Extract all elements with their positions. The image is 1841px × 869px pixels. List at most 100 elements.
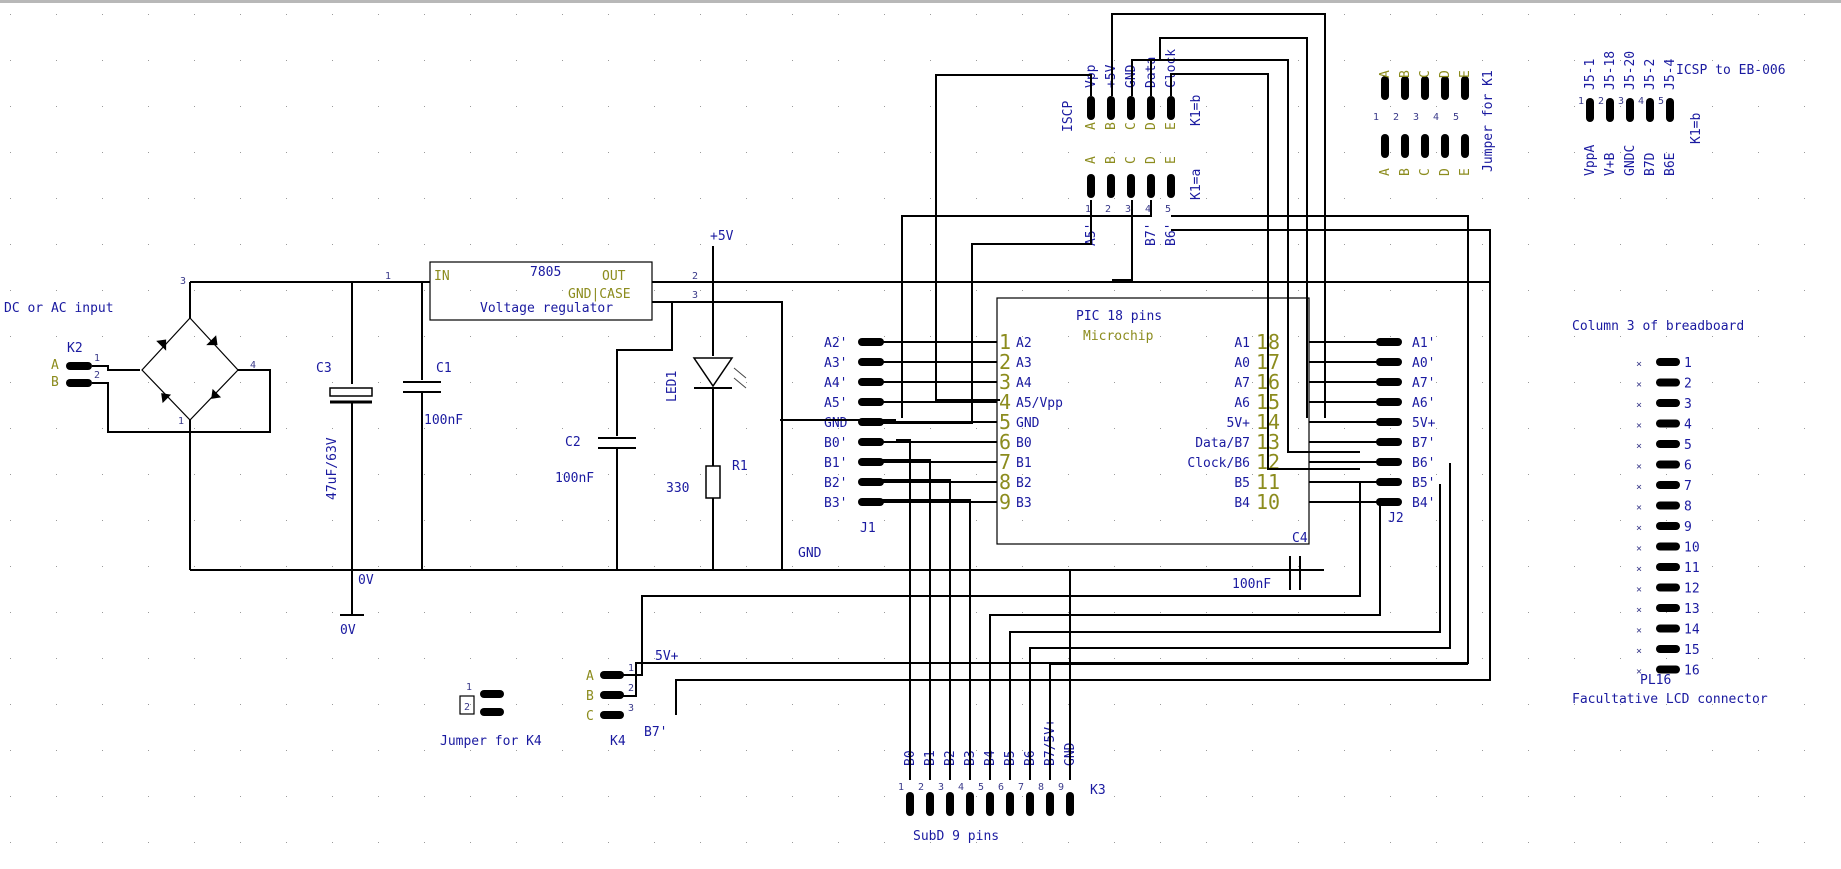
k2-pin2-num: 2 bbox=[94, 370, 100, 381]
k4-jumper[interactable]: 1 2 Jumper for K4 bbox=[440, 682, 542, 749]
pic-pin-label: B0 bbox=[1016, 436, 1032, 451]
lcd-footer: Facultative LCD connector bbox=[1572, 692, 1768, 707]
gnd-label: GND bbox=[798, 546, 822, 561]
bridge-rectifier[interactable]: 3 4 1 bbox=[141, 276, 271, 570]
c3-ref: C3 bbox=[316, 361, 332, 376]
c4-ref: C4 bbox=[1292, 531, 1308, 546]
lcd-pin-number: 13 bbox=[1684, 602, 1700, 617]
pic-pin-number: 4 bbox=[999, 390, 1011, 414]
k3-pin-number: 7 bbox=[1018, 782, 1024, 793]
j1-label: B0' bbox=[824, 436, 847, 451]
capacitor-c2[interactable]: C2 100nF bbox=[555, 302, 673, 570]
eb006-connector[interactable]: J5-1VppA1J5-18V+B2J5-20GNDC3J5-2B7D4J5-4… bbox=[1578, 51, 1786, 176]
j1-label: GND bbox=[824, 416, 848, 431]
diode-4 bbox=[211, 388, 222, 399]
k1j-letter-bottom: A bbox=[1378, 168, 1393, 176]
lcd-x-mark: × bbox=[1636, 626, 1642, 637]
k4j-pin1: 1 bbox=[466, 682, 472, 693]
icsp-letter: C bbox=[1124, 122, 1139, 130]
eb-top-label: J5-4 bbox=[1663, 59, 1678, 90]
regulator-desc: Voltage regulator bbox=[480, 301, 613, 316]
pic-maker: Microchip bbox=[1083, 329, 1154, 344]
k1a-pin-number: 5 bbox=[1165, 204, 1171, 215]
k1a-pin-number: 4 bbox=[1145, 204, 1151, 215]
j2-label: B4' bbox=[1412, 496, 1435, 511]
lcd-x-mark: × bbox=[1636, 585, 1642, 596]
connector-j2[interactable]: A1'A0'A7'A6'5V+B7'B6'B5'B4' J2 bbox=[1376, 336, 1436, 526]
k1j-pin-number: 5 bbox=[1453, 112, 1459, 123]
capacitor-c3[interactable]: C3 47uF/63V 0V 0V bbox=[316, 282, 374, 638]
capacitor-c1[interactable]: C1 100nF bbox=[403, 282, 463, 570]
pic-title: PIC 18 pins bbox=[1076, 309, 1162, 324]
k1j-letter-top: A bbox=[1378, 70, 1393, 78]
k1j-pin-number: 4 bbox=[1433, 112, 1439, 123]
k4-pin-number: 3 bbox=[628, 703, 634, 714]
lcd-pin-number: 15 bbox=[1684, 643, 1700, 658]
k4-5v-label: 5V+ bbox=[655, 649, 679, 664]
lcd-x-mark: × bbox=[1636, 646, 1642, 657]
lcd-x-mark: × bbox=[1636, 380, 1642, 391]
diode-2 bbox=[206, 335, 218, 346]
k4-pin-number: 2 bbox=[628, 683, 634, 694]
lcd-x-mark: × bbox=[1636, 400, 1642, 411]
k2-ref: K2 bbox=[67, 341, 83, 356]
k1j-pin-number: 2 bbox=[1393, 112, 1399, 123]
window-top-border bbox=[0, 0, 1841, 3]
lcd-pin-number: 16 bbox=[1684, 664, 1700, 679]
k4-letter: B bbox=[586, 689, 594, 704]
icsp-k1: K1=b bbox=[1189, 95, 1204, 126]
bridge-pin3: 3 bbox=[180, 276, 186, 287]
k1a-letter: D bbox=[1144, 156, 1159, 164]
j1-label: A3' bbox=[824, 356, 847, 371]
k1a-letter: A bbox=[1084, 156, 1099, 164]
lcd-connector[interactable]: Column 3 of breadboard 1×2×3×4×5×6×7×8×9… bbox=[1572, 319, 1768, 707]
j1-label: B1' bbox=[824, 456, 847, 471]
j1-ref: J1 bbox=[860, 521, 876, 536]
eb-top-label: J5-2 bbox=[1643, 59, 1658, 90]
j2-label: B5' bbox=[1412, 476, 1435, 491]
regulator-7805[interactable]: 7805 Voltage regulator IN OUT GND|CASE 2… bbox=[429, 261, 1490, 570]
k1a-letter: C bbox=[1124, 156, 1139, 164]
j2-label: A6' bbox=[1412, 396, 1435, 411]
k1j-pin-number: 1 bbox=[1373, 112, 1379, 123]
lcd-pin-number: 3 bbox=[1684, 397, 1692, 412]
k1j-letter-bottom: E bbox=[1458, 168, 1473, 176]
capacitor-c4[interactable]: C4 100nF bbox=[1232, 531, 1324, 592]
regulator-in: IN bbox=[434, 269, 450, 284]
c1-value: 100nF bbox=[424, 413, 463, 428]
k4-pin-number: 1 bbox=[628, 663, 634, 674]
lcd-pin-number: 7 bbox=[1684, 479, 1692, 494]
input-connector-k2[interactable]: DC or AC input K2 A B 1 2 bbox=[4, 301, 190, 433]
k3-ref: K3 bbox=[1090, 783, 1106, 798]
pic-pin-label: B2 bbox=[1016, 476, 1032, 491]
lcd-pin-number: 11 bbox=[1684, 561, 1700, 576]
pic-pin-label: A7 bbox=[1234, 376, 1250, 391]
j2-label: B7' bbox=[1412, 436, 1435, 451]
pic-pin-label: A0 bbox=[1234, 356, 1250, 371]
j1-label: B2' bbox=[824, 476, 847, 491]
bridge-outline bbox=[141, 317, 239, 421]
lcd-pin-number: 14 bbox=[1684, 623, 1700, 638]
lcd-x-mark: × bbox=[1636, 544, 1642, 555]
pic-pin-label: Data/B7 bbox=[1195, 436, 1250, 451]
eb-top-label: J5-18 bbox=[1603, 51, 1618, 90]
eb006-k1: K1=b bbox=[1689, 113, 1704, 144]
led-and-resistor[interactable]: +5V LED1 R1 330 GND bbox=[665, 229, 822, 570]
j2-label: 5V+ bbox=[1412, 416, 1436, 431]
plus5v-label: +5V bbox=[710, 229, 734, 244]
k1a-label: B6' bbox=[1164, 223, 1179, 246]
icsp-letter: E bbox=[1164, 122, 1179, 130]
led-symbol bbox=[692, 357, 734, 388]
c3-value: 47uF/63V bbox=[325, 437, 340, 500]
k3-pin-number: 9 bbox=[1058, 782, 1064, 793]
zero-v-2: 0V bbox=[340, 623, 356, 638]
lcd-x-mark: × bbox=[1636, 462, 1642, 473]
icsp-signal: Clock bbox=[1164, 49, 1179, 88]
regulator-gnd: GND|CASE bbox=[568, 287, 631, 302]
